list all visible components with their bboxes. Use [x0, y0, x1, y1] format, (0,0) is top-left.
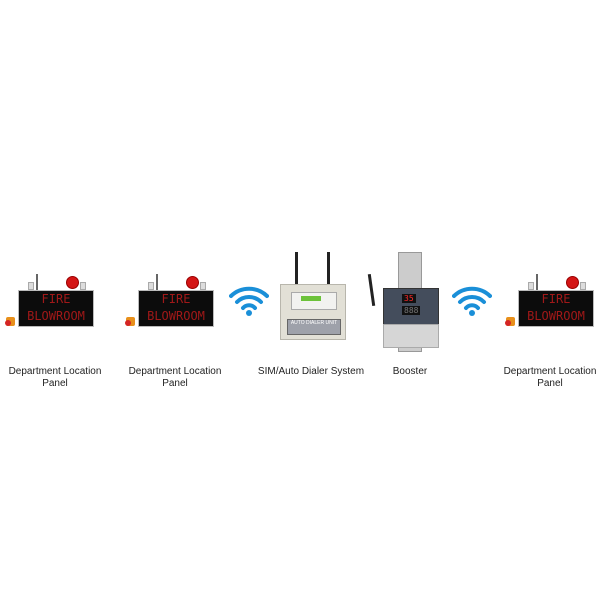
dialer-label: SIM/Auto Dialer System	[257, 366, 365, 377]
antenna-icon	[36, 274, 38, 290]
department-location-panel-2: FIRE BLOWROOM	[120, 248, 220, 328]
booster-unit: 35 888	[366, 250, 442, 352]
led-display: FIRE BLOWROOM	[518, 290, 594, 327]
siren-icon	[66, 276, 79, 289]
manual-call-point-icon	[125, 317, 135, 326]
booster-panel: 35 888	[383, 288, 439, 326]
unit-label: AUTO DIALER UNIT	[287, 319, 341, 335]
antenna-icon	[295, 252, 298, 287]
enclosure: AUTO DIALER UNIT	[280, 284, 346, 340]
mount-nub	[580, 282, 586, 290]
lcd-display	[301, 296, 321, 301]
display-line-1: FIRE	[41, 292, 71, 306]
display-line-1: FIRE	[541, 292, 571, 306]
mount-nub	[80, 282, 86, 290]
mount-nub	[200, 282, 206, 290]
mount-nub	[148, 282, 154, 290]
auto-dialer-unit: AUTO DIALER UNIT	[276, 252, 348, 342]
display-line-2: BLOWROOM	[27, 309, 85, 323]
panel-label-2: Department Location Panel	[128, 366, 222, 389]
department-location-panel-3: FIRE BLOWROOM	[500, 248, 600, 328]
wifi-icon	[452, 286, 492, 316]
antenna-icon	[367, 273, 376, 307]
base-plate	[383, 324, 439, 348]
antenna-icon	[156, 274, 158, 290]
led-display: FIRE BLOWROOM	[138, 290, 214, 327]
display-line-2: BLOWROOM	[527, 309, 585, 323]
mount-nub	[528, 282, 534, 290]
signal-readout: 35	[402, 294, 416, 303]
panel-label-1: Department Location Panel	[8, 366, 102, 389]
display-line-2: BLOWROOM	[147, 309, 205, 323]
panel-label-3: Department Location Panel	[503, 366, 597, 389]
antenna-icon	[327, 252, 330, 287]
antenna-icon	[536, 274, 538, 290]
secondary-readout: 888	[402, 306, 421, 315]
display-line-1: FIRE	[161, 292, 191, 306]
manual-call-point-icon	[5, 317, 15, 326]
manual-call-point-icon	[505, 317, 515, 326]
mount-nub	[28, 282, 34, 290]
wifi-icon	[229, 286, 269, 316]
siren-icon	[186, 276, 199, 289]
department-location-panel-1: FIRE BLOWROOM	[0, 248, 100, 328]
booster-label: Booster	[392, 366, 428, 377]
front-panel	[291, 292, 337, 310]
siren-icon	[566, 276, 579, 289]
led-display: FIRE BLOWROOM	[18, 290, 94, 327]
